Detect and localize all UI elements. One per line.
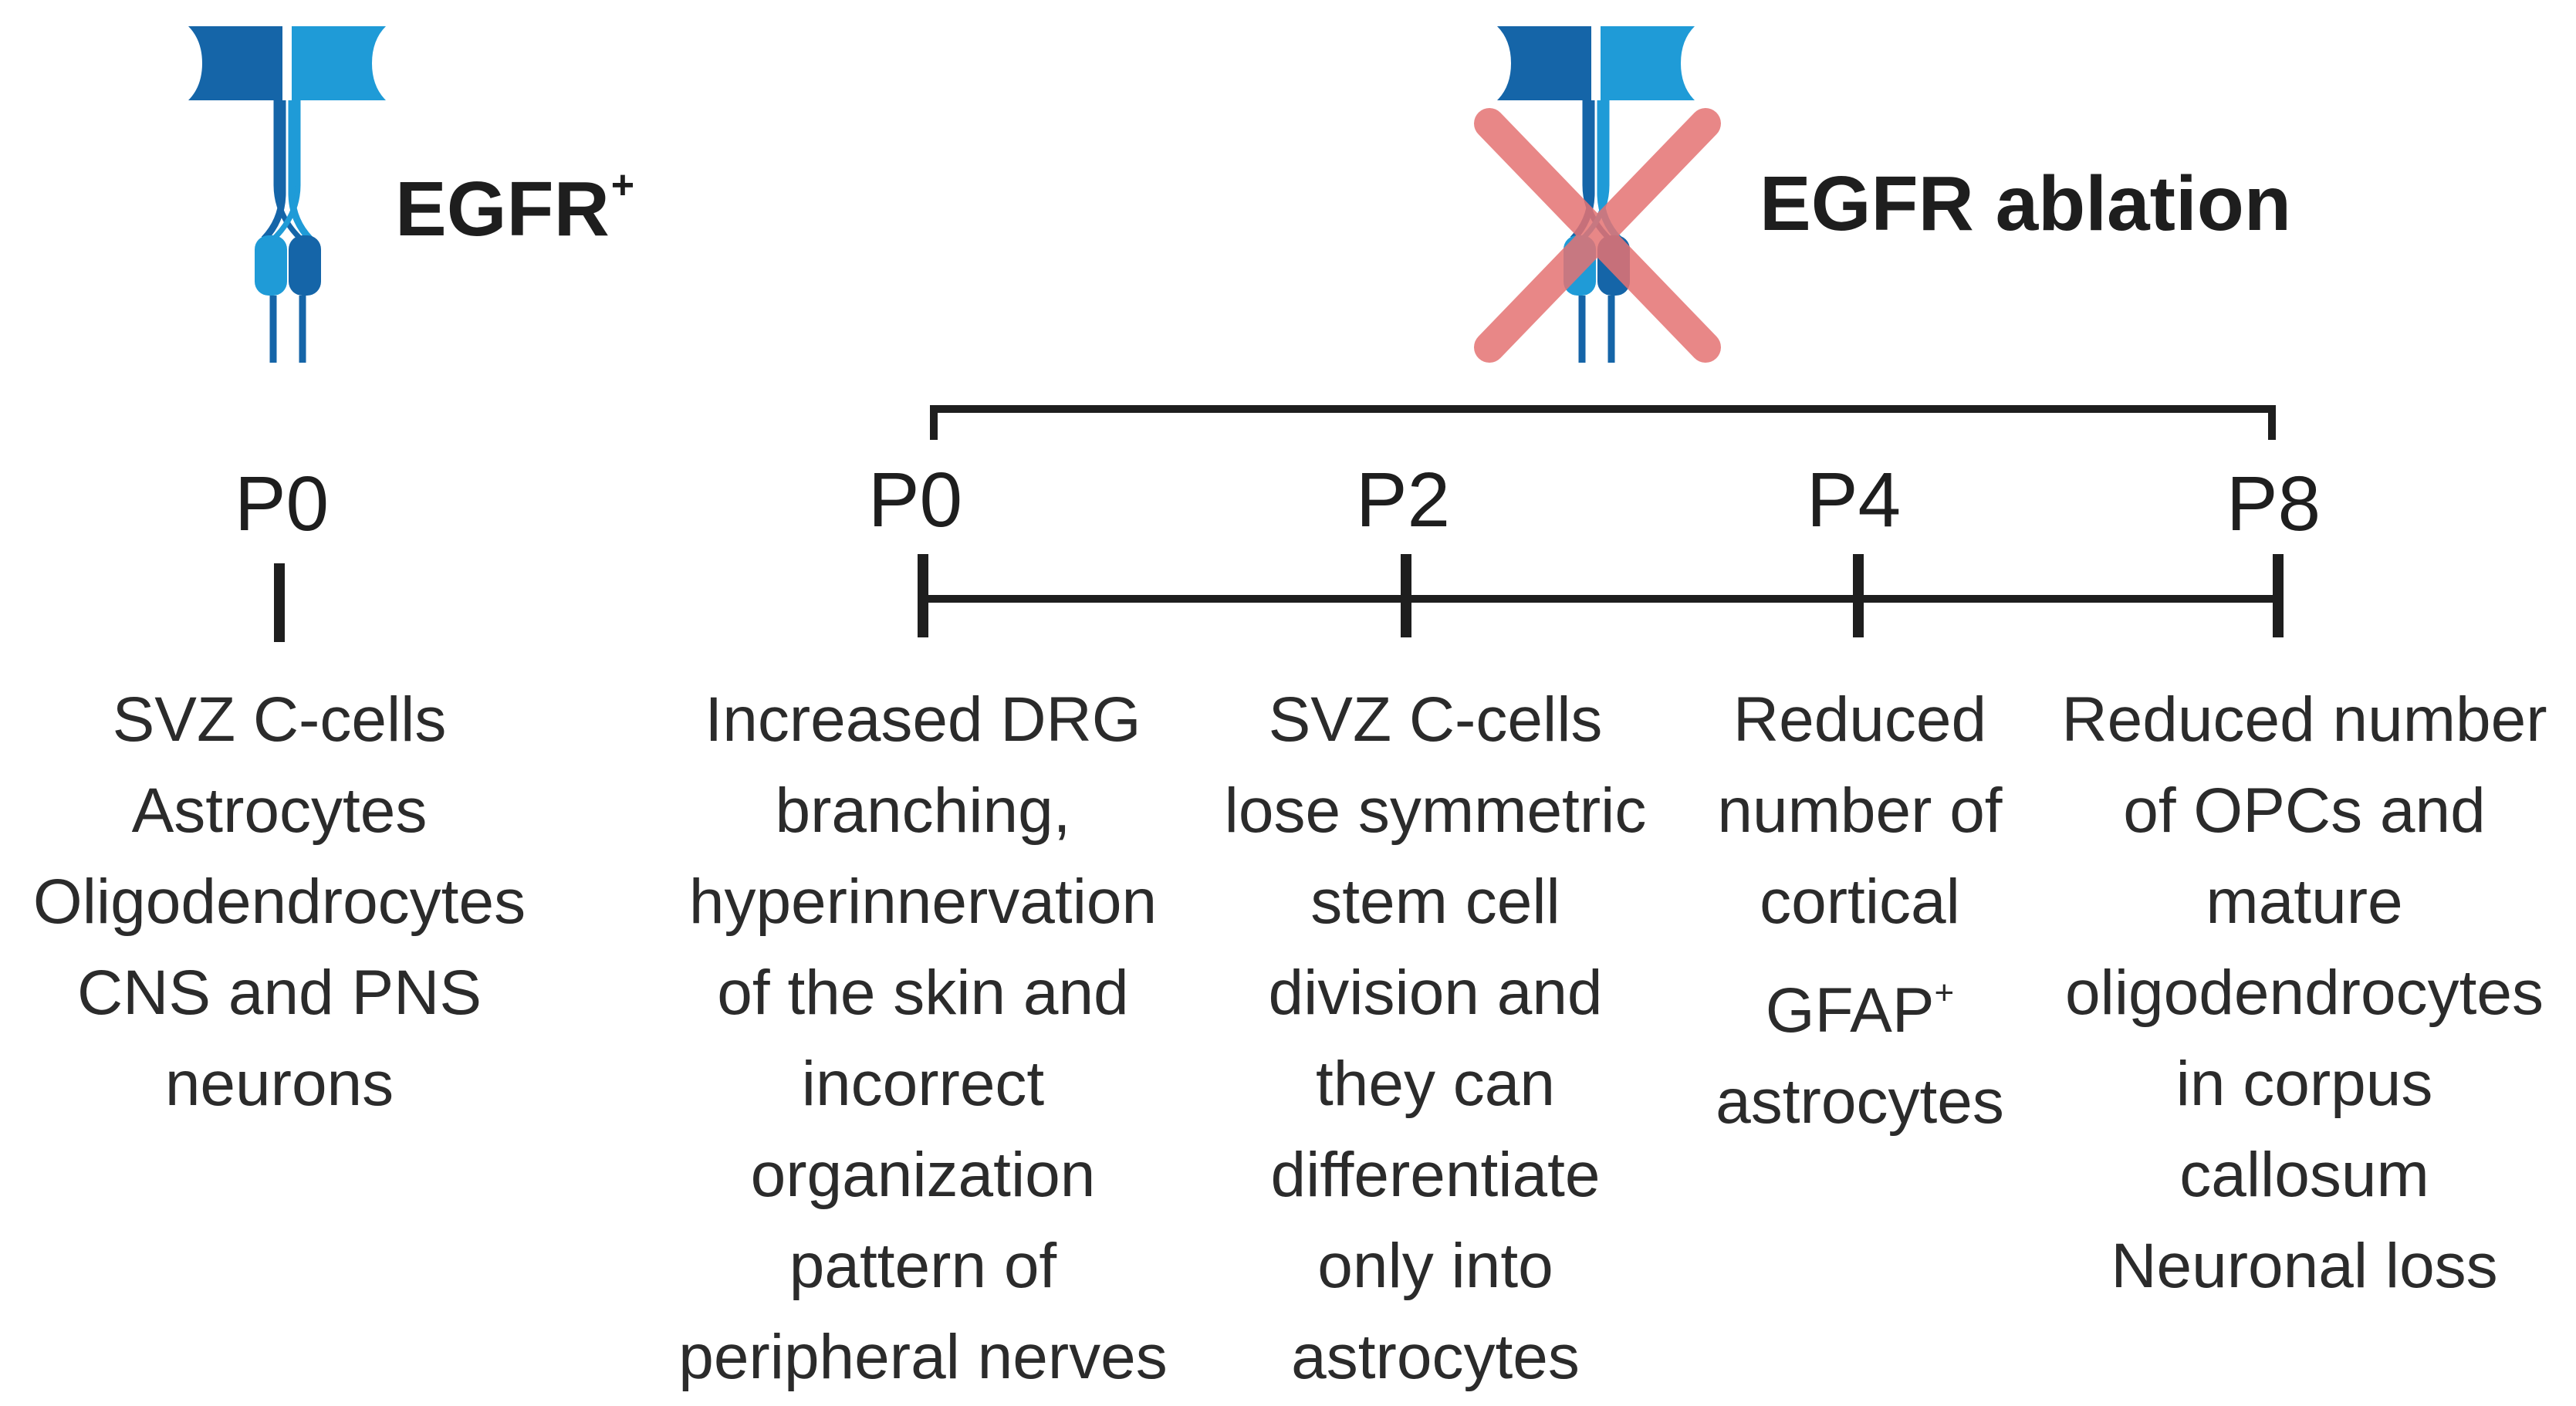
description-line: oligodendrocytes	[2065, 958, 2544, 1028]
description-line: Increased DRG	[705, 684, 1141, 755]
description-line: SVZ C-cells	[1268, 684, 1603, 755]
description-line: Neuronal loss	[2111, 1231, 2498, 1301]
description-line: incorrect	[801, 1049, 1045, 1119]
description-line: pattern of	[789, 1231, 1057, 1301]
description-line: lose symmetric	[1224, 776, 1647, 846]
description-line: peripheral nerves	[678, 1322, 1168, 1392]
left-description: SVZ C-cells Astrocytes Oligodendrocytes …	[33, 674, 526, 1130]
description-line: Astrocytes	[131, 776, 428, 846]
timeline-axis	[918, 554, 2284, 637]
left-heading-text: EGFR	[395, 166, 610, 252]
description-line: neurons	[164, 1049, 394, 1119]
description-line: SVZ C-cells	[112, 684, 447, 755]
cross-mark-icon	[1474, 108, 1721, 363]
gfap-superscript: +	[1934, 974, 1955, 1012]
description-line: GFAP+	[1716, 948, 2004, 1056]
description-line: astrocytes	[1291, 1322, 1580, 1392]
right-heading: EGFR ablation	[1760, 161, 2291, 247]
description-line: of OPCs and	[2123, 776, 2486, 846]
egfr-receptor-icon	[188, 26, 386, 363]
description-line: mature	[2206, 867, 2403, 937]
description-line: stem cell	[1310, 867, 1560, 937]
description-line: cortical	[1760, 867, 1960, 937]
p2-description: SVZ C-cells lose symmetric stem cell div…	[1225, 674, 1647, 1403]
p4-description: Reduced number of cortical GFAP+ astrocy…	[1716, 674, 2004, 1147]
description-line: branching,	[775, 776, 1071, 846]
description-line: astrocytes	[1716, 1066, 2004, 1137]
gfap-text: GFAP	[1765, 975, 1935, 1046]
description-line: hyperinnervation	[688, 867, 1158, 937]
timepoint-label-p8: P8	[2226, 461, 2321, 547]
description-line: division and	[1268, 958, 1603, 1028]
left-heading: EGFR+	[395, 165, 634, 248]
p8-description: Reduced number of OPCs and mature oligod…	[2061, 674, 2547, 1312]
description-line: CNS and PNS	[76, 958, 482, 1028]
description-line: only into	[1317, 1231, 1553, 1301]
description-line: number of	[1717, 776, 2003, 846]
left-timepoint-label: P0	[234, 461, 330, 547]
description-line: Oligodendrocytes	[32, 867, 526, 937]
description-line: of the skin and	[717, 958, 1129, 1028]
timepoint-label-p0: P0	[867, 457, 963, 543]
description-line: they can	[1316, 1049, 1555, 1119]
description-line: differentiate	[1270, 1140, 1601, 1210]
description-line: Reduced number	[2061, 684, 2547, 755]
description-line: Reduced	[1733, 684, 1987, 755]
ablation-bracket	[930, 405, 2276, 440]
p0-description: Increased DRG branching, hyperinnervatio…	[678, 674, 1168, 1403]
description-line: callosum	[2179, 1140, 2429, 1210]
description-line: in corpus	[2175, 1049, 2433, 1119]
description-line: organization	[750, 1140, 1096, 1210]
timepoint-label-p4: P4	[1806, 457, 1902, 543]
timepoint-label-p2: P2	[1355, 457, 1451, 543]
left-heading-superscript: +	[610, 163, 635, 208]
